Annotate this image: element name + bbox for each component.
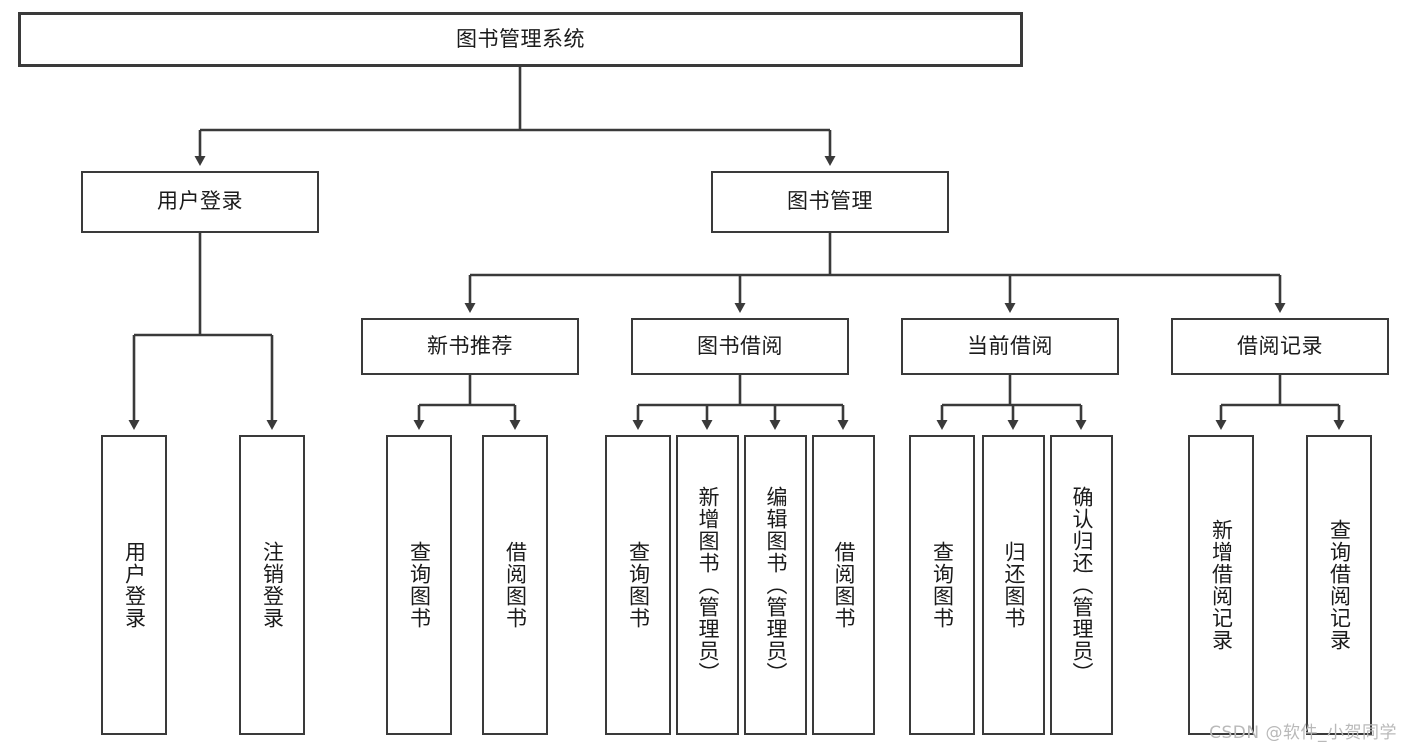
node-leaf-borrow-book-2-label: 借阅图书 <box>831 541 856 629</box>
node-leaf-edit-book-label: 编辑图书（管理员） <box>763 486 788 684</box>
node-new-book-rec-label: 新书推荐 <box>427 333 513 358</box>
node-leaf-borrow-book-1[interactable]: 借阅图书 <box>482 435 548 735</box>
node-root[interactable]: 图书管理系统 <box>18 12 1023 67</box>
node-leaf-query-book-3-label: 查询图书 <box>930 541 955 629</box>
node-book-borrow[interactable]: 图书借阅 <box>631 318 849 375</box>
node-leaf-borrow-book-2[interactable]: 借阅图书 <box>812 435 875 735</box>
csdn-watermark: CSDN @软件_小贺同学 <box>1209 723 1397 743</box>
node-leaf-query-book-1[interactable]: 查询图书 <box>386 435 452 735</box>
node-borrow-record[interactable]: 借阅记录 <box>1171 318 1389 375</box>
node-current-borrow-label: 当前借阅 <box>967 333 1053 358</box>
node-leaf-confirm-return[interactable]: 确认归还（管理员） <box>1050 435 1113 735</box>
node-leaf-query-record-label: 查询借阅记录 <box>1327 519 1352 651</box>
node-leaf-logout[interactable]: 注销登录 <box>239 435 305 735</box>
node-user-login[interactable]: 用户登录 <box>81 171 319 233</box>
node-root-label: 图书管理系统 <box>456 26 585 51</box>
node-user-login-label: 用户登录 <box>157 189 243 214</box>
node-leaf-query-book-3[interactable]: 查询图书 <box>909 435 975 735</box>
node-leaf-user-login-label: 用户登录 <box>122 541 147 629</box>
node-leaf-query-book-2-label: 查询图书 <box>626 541 651 629</box>
node-leaf-borrow-book-1-label: 借阅图书 <box>503 541 528 629</box>
node-leaf-edit-book[interactable]: 编辑图书（管理员） <box>744 435 807 735</box>
node-book-manage[interactable]: 图书管理 <box>711 171 949 233</box>
node-leaf-confirm-return-label: 确认归还（管理员） <box>1069 486 1094 684</box>
node-leaf-return-book[interactable]: 归还图书 <box>982 435 1045 735</box>
node-leaf-add-record[interactable]: 新增借阅记录 <box>1188 435 1254 735</box>
node-leaf-add-book-label: 新增图书（管理员） <box>695 486 720 684</box>
node-leaf-return-book-label: 归还图书 <box>1001 541 1026 629</box>
node-leaf-add-book[interactable]: 新增图书（管理员） <box>676 435 739 735</box>
node-leaf-query-record[interactable]: 查询借阅记录 <box>1306 435 1372 735</box>
node-leaf-query-book-2[interactable]: 查询图书 <box>605 435 671 735</box>
node-leaf-logout-label: 注销登录 <box>260 541 285 629</box>
node-new-book-rec[interactable]: 新书推荐 <box>361 318 579 375</box>
node-book-manage-label: 图书管理 <box>787 189 873 214</box>
node-current-borrow[interactable]: 当前借阅 <box>901 318 1119 375</box>
node-borrow-record-label: 借阅记录 <box>1237 333 1323 358</box>
node-book-borrow-label: 图书借阅 <box>697 333 783 358</box>
node-leaf-user-login[interactable]: 用户登录 <box>101 435 167 735</box>
node-leaf-query-book-1-label: 查询图书 <box>407 541 432 629</box>
node-leaf-add-record-label: 新增借阅记录 <box>1209 519 1234 651</box>
